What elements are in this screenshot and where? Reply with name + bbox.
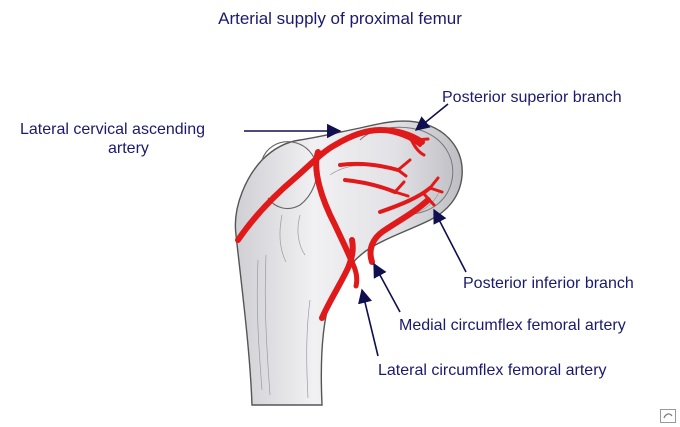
pointer-posterior-inferior-branch [433, 208, 467, 273]
pointer-posterior-superior-branch [414, 103, 449, 131]
label-lateral-circumflex-femoral-artery: Lateral circumflex femoral artery [378, 362, 607, 379]
posterior-superior-branch-vessel [378, 128, 422, 147]
label-pointers [244, 103, 467, 357]
lateral-circumflex-femoral-artery-vessel [319, 237, 356, 321]
diagram-title: Arterial supply of proximal femur [218, 9, 462, 28]
label-lateral-cervical-ascending-artery-line2: artery [108, 140, 149, 157]
label-medial-circumflex-femoral-artery: Medial circumflex femoral artery [399, 317, 626, 334]
label-posterior-inferior-branch: Posterior inferior branch [463, 275, 634, 292]
lateral-circumflex-root [349, 259, 360, 289]
pointer-medial-circumflex-femoral-artery [373, 262, 401, 313]
posterior-inferior-branch-vessel [378, 186, 432, 214]
label-lateral-cervical-ascending-artery-line1: Lateral cervical ascending [20, 121, 205, 138]
medial-circumflex-femoral-artery-vessel [367, 197, 431, 265]
arteries [235, 127, 444, 321]
corner-logo-icon [660, 409, 676, 423]
pointer-lateral-circumflex-femoral-artery [358, 288, 379, 357]
label-posterior-superior-branch: Posterior superior branch [442, 89, 622, 106]
lateral-trunk-vessel [313, 149, 355, 265]
